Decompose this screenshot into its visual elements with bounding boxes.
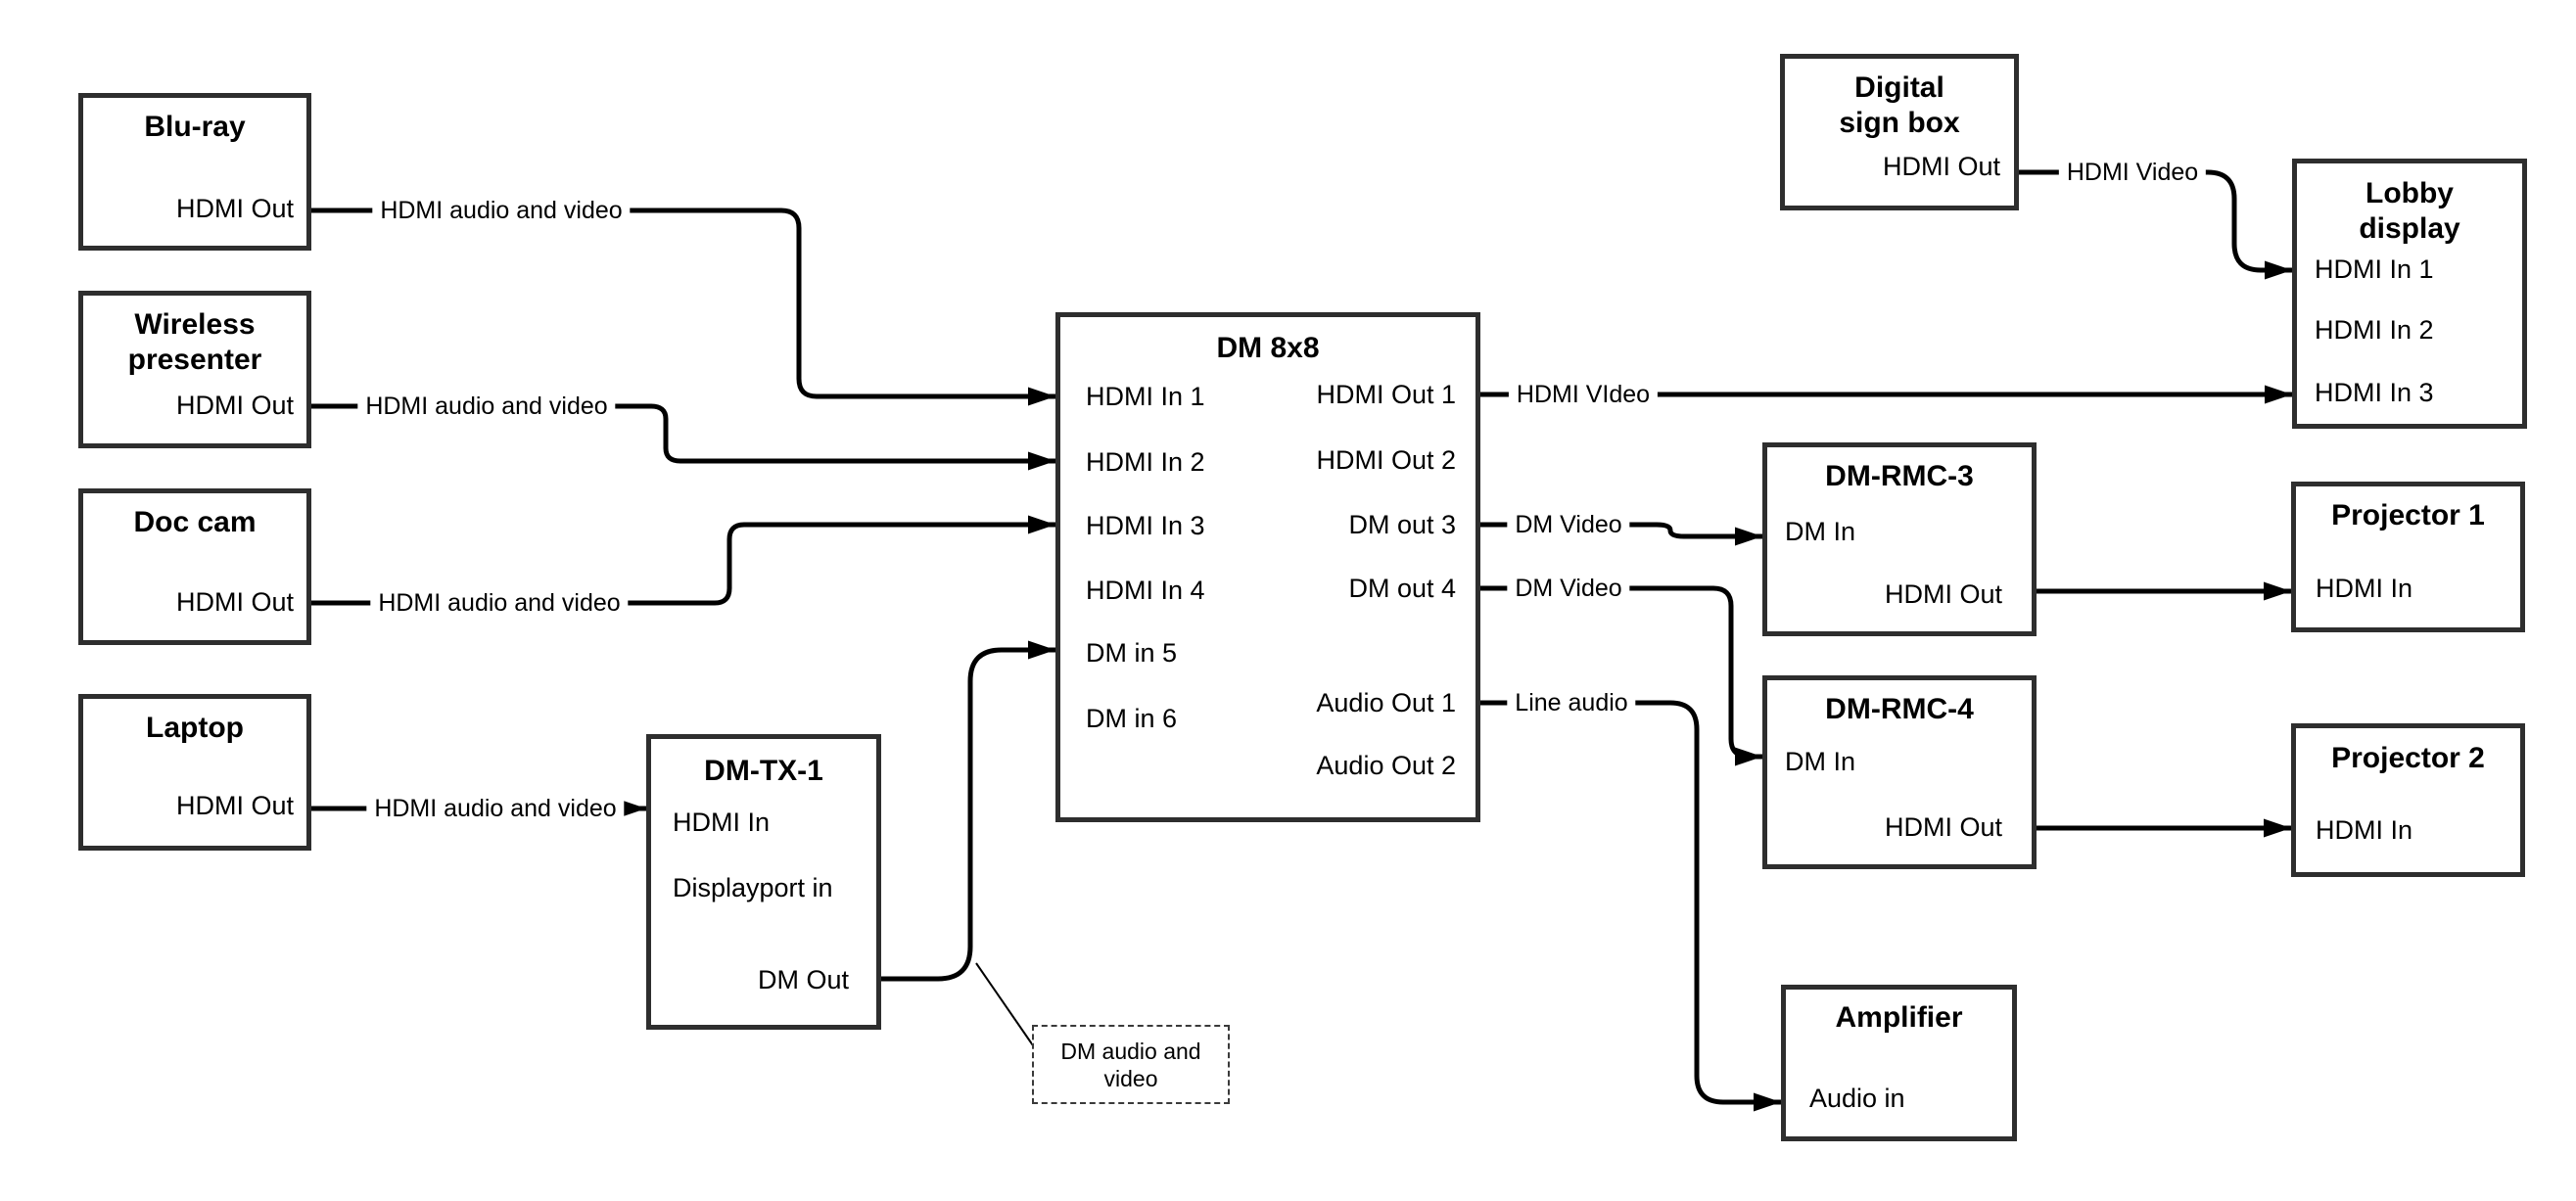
edge-dm8x8-aout1-to-amplifier xyxy=(1480,700,1781,1112)
port-dm8x8-dm-in-5: DM in 5 xyxy=(1086,638,1178,668)
node-dm-rmc-3[interactable]: DM-RMC-3 DM In HDMI Out xyxy=(1762,442,2037,636)
edge-label-hdmi-video-out1: HDMI VIdeo xyxy=(1508,380,1659,409)
edge-digitalsign-to-lobby-in1 xyxy=(2019,169,2292,280)
edge-label-doccam: HDMI audio and video xyxy=(370,588,629,618)
node-bluray-title: Blu-ray xyxy=(144,111,246,143)
edge-label-dm-video-out4: DM Video xyxy=(1507,574,1630,603)
edge-bluray-to-dm8x8-in1 xyxy=(311,208,1055,406)
port-dmrmc3-hdmi-out: HDMI Out xyxy=(1884,579,2002,609)
port-dmtx1-displayport-in: Displayport in xyxy=(673,873,833,902)
port-dmtx1-hdmi-in: HDMI In xyxy=(673,808,771,837)
node-digital-sign-box[interactable]: Digital sign box HDMI Out xyxy=(1780,54,2019,210)
node-dm-rmc-3-title: DM-RMC-3 xyxy=(1825,460,1974,492)
port-digitalsign-hdmi-out: HDMI Out xyxy=(1882,152,2000,181)
node-dm-tx-1[interactable]: DM-TX-1 HDMI In Displayport in DM Out xyxy=(646,734,881,1030)
node-dm-rmc-4[interactable]: DM-RMC-4 DM In HDMI Out xyxy=(1762,675,2037,869)
node-dm-8x8[interactable]: DM 8x8 HDMI In 1 HDMI In 2 HDMI In 3 HDM… xyxy=(1055,312,1480,822)
edge-dm8x8-out3-to-dmrmc3 xyxy=(1480,522,1762,546)
callout-line2: video xyxy=(1103,1065,1158,1091)
node-digital-sign-box-title: Digital sign box xyxy=(1839,71,1960,139)
edge-label-laptop: HDMI audio and video xyxy=(366,794,625,823)
port-dm8x8-hdmi-in-2: HDMI In 2 xyxy=(1086,447,1205,477)
node-laptop[interactable]: Laptop HDMI Out xyxy=(78,694,311,851)
node-amplifier[interactable]: Amplifier Audio in xyxy=(1781,985,2017,1141)
edge-label-line-audio: Line audio xyxy=(1507,688,1636,717)
node-wireless-presenter[interactable]: Wireless presenter HDMI Out xyxy=(78,291,311,448)
node-dm-tx-1-title: DM-TX-1 xyxy=(704,755,823,787)
node-projector-1[interactable]: Projector 1 HDMI In xyxy=(2291,482,2525,632)
callout-dm-audio-video: DM audio and video xyxy=(1032,1025,1230,1104)
port-dm8x8-dm-out-4: DM out 4 xyxy=(1348,574,1456,603)
edge-dmtx1-to-dm8x8-in5 xyxy=(880,640,1055,982)
callout-line1: DM audio and xyxy=(1060,1038,1201,1064)
port-dmtx1-dm-out: DM Out xyxy=(757,965,849,994)
node-projector-1-title: Projector 1 xyxy=(2331,499,2485,531)
port-lobby-hdmi-in-3: HDMI In 3 xyxy=(2315,378,2434,407)
port-dmrmc4-hdmi-out: HDMI Out xyxy=(1884,812,2002,842)
port-dm8x8-hdmi-out-2: HDMI Out 2 xyxy=(1316,445,1456,475)
port-dmrmc4-dm-in: DM In xyxy=(1785,747,1856,776)
port-amplifier-audio-in: Audio in xyxy=(1809,1084,1905,1113)
callout-pointer-line xyxy=(975,962,1036,1049)
edge-label-wireless: HDMI audio and video xyxy=(357,392,616,421)
node-doc-cam[interactable]: Doc cam HDMI Out xyxy=(78,488,311,645)
node-lobby-display-title: Lobby display xyxy=(2359,177,2460,245)
port-dm8x8-hdmi-out-1: HDMI Out 1 xyxy=(1316,380,1456,409)
port-dm8x8-hdmi-in-3: HDMI In 3 xyxy=(1086,511,1205,540)
node-wireless-presenter-title: Wireless presenter xyxy=(127,308,262,376)
port-proj2-hdmi-in: HDMI In xyxy=(2316,815,2413,845)
port-lobby-hdmi-in-1: HDMI In 1 xyxy=(2315,254,2434,284)
edge-label-dm-video-out3: DM Video xyxy=(1507,510,1630,539)
node-dm-rmc-4-title: DM-RMC-4 xyxy=(1825,693,1974,725)
edge-doccam-to-dm8x8-in3 xyxy=(311,515,1055,606)
node-doc-cam-title: Doc cam xyxy=(133,506,257,538)
port-dm8x8-hdmi-in-4: HDMI In 4 xyxy=(1086,576,1205,605)
edge-dm8x8-out4-to-dmrmc4 xyxy=(1480,585,1762,766)
edge-label-hdmi-video-digisign: HDMI Video xyxy=(2058,158,2207,187)
node-amplifier-title: Amplifier xyxy=(1835,1001,1963,1034)
node-lobby-display[interactable]: Lobby display HDMI In 1 HDMI In 2 HDMI I… xyxy=(2292,159,2527,429)
port-dm8x8-hdmi-in-1: HDMI In 1 xyxy=(1086,382,1205,411)
node-dm-8x8-title: DM 8x8 xyxy=(1216,332,1320,364)
port-laptop-hdmi-out: HDMI Out xyxy=(175,791,294,820)
port-dmrmc3-dm-in: DM In xyxy=(1785,517,1856,546)
node-projector-2[interactable]: Projector 2 HDMI In xyxy=(2291,723,2525,877)
node-bluray[interactable]: Blu-ray HDMI Out xyxy=(78,93,311,251)
port-dm8x8-audio-out-1: Audio Out 1 xyxy=(1316,688,1456,717)
port-dm8x8-dm-in-6: DM in 6 xyxy=(1086,704,1178,733)
port-doccam-hdmi-out: HDMI Out xyxy=(175,587,294,617)
port-dm8x8-audio-out-2: Audio Out 2 xyxy=(1316,751,1456,780)
port-wireless-hdmi-out: HDMI Out xyxy=(175,391,294,420)
edge-label-bluray: HDMI audio and video xyxy=(372,196,631,225)
port-dm8x8-dm-out-3: DM out 3 xyxy=(1348,510,1456,539)
edge-wireless-to-dm8x8-in2 xyxy=(311,403,1055,471)
port-bluray-hdmi-out: HDMI Out xyxy=(175,194,294,223)
port-proj1-hdmi-in: HDMI In xyxy=(2316,574,2413,603)
port-lobby-hdmi-in-2: HDMI In 2 xyxy=(2315,315,2434,345)
node-projector-2-title: Projector 2 xyxy=(2331,742,2485,774)
node-laptop-title: Laptop xyxy=(146,712,244,744)
